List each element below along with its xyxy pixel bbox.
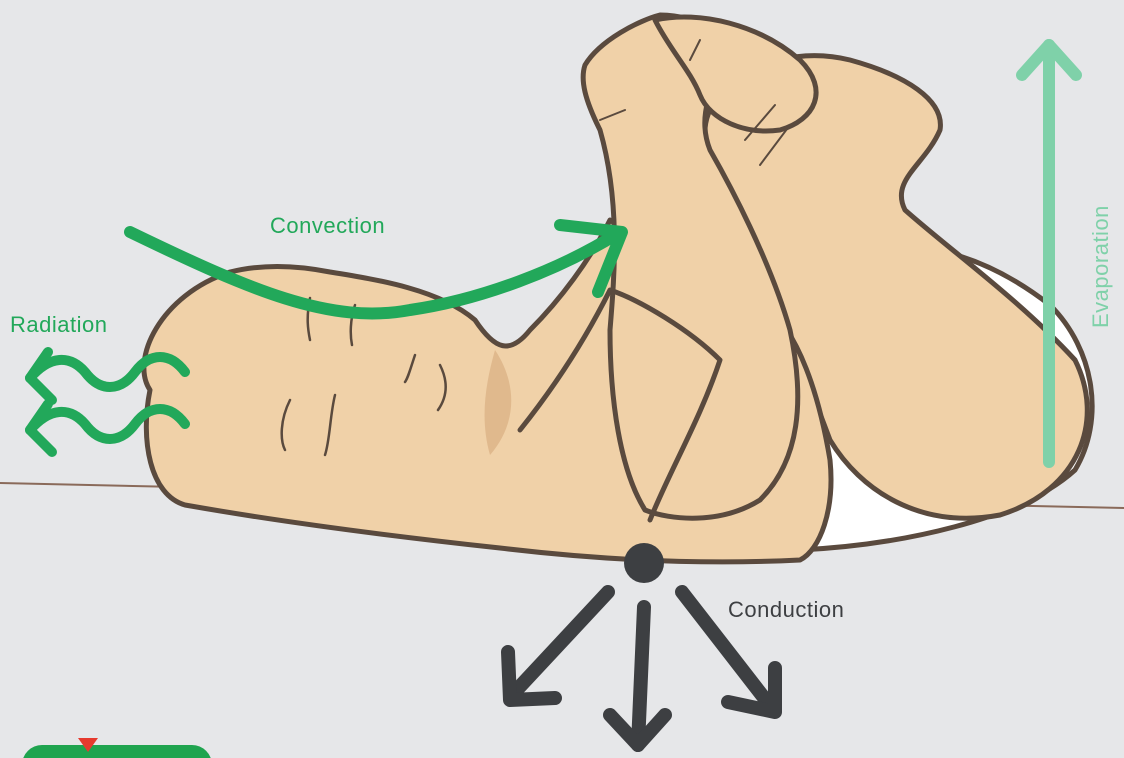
- conduction-point: [624, 543, 664, 583]
- conduction-arrows: [508, 543, 775, 745]
- conduction-label: Conduction: [728, 597, 844, 622]
- baby-illustration: [144, 15, 1092, 562]
- evaporation-label: Evaporation: [1088, 205, 1113, 328]
- corner-badge: [22, 738, 212, 758]
- convection-label: Convection: [270, 213, 385, 238]
- radiation-label: Radiation: [10, 312, 107, 337]
